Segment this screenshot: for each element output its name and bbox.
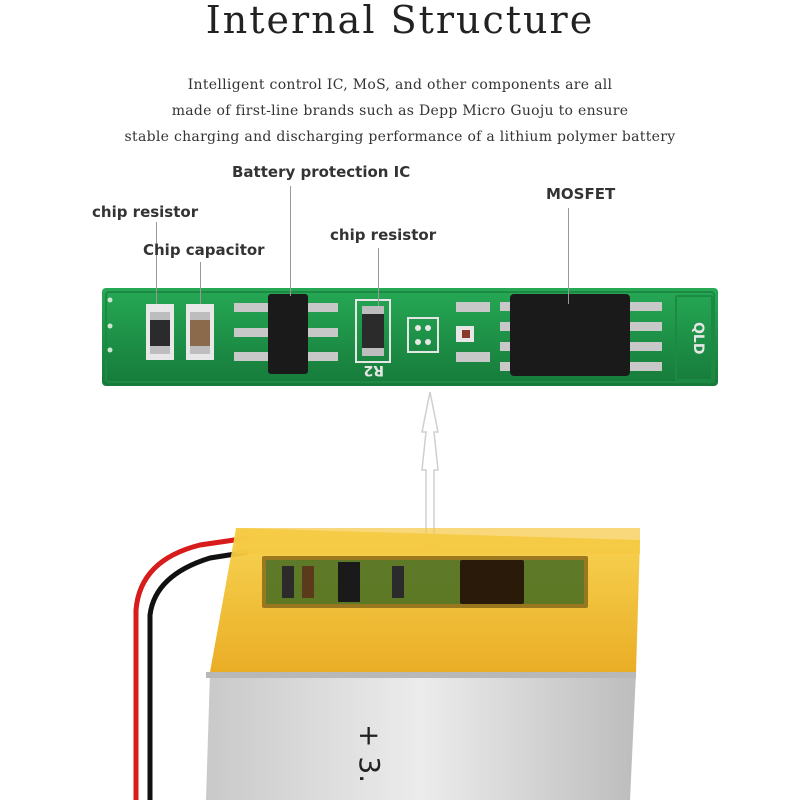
description-line-2: made of first-line brands such as Depp M… (171, 103, 629, 119)
chip-capacitor (186, 304, 214, 360)
description-line-3: stable charging and discharging performa… (124, 129, 676, 145)
label-chip-resistor-left: chip resistor (92, 203, 199, 221)
label-chip-resistor-mid: chip resistor (330, 226, 437, 244)
label-mosfet: MOSFET (546, 185, 616, 203)
chip-resistor-left (146, 304, 174, 360)
leader-chip-resistor-left (156, 222, 157, 304)
battery: + 3. (133, 528, 640, 800)
r2-marking: R2 (363, 362, 384, 378)
leader-mosfet (568, 208, 569, 304)
battery-protection-ic (234, 294, 338, 374)
leader-chip-capacitor (200, 262, 201, 304)
label-chip-capacitor: Chip capacitor (143, 241, 265, 259)
pointer-arrow (421, 391, 439, 549)
battery-print: + 3. (353, 724, 386, 783)
page-title: Internal Structure (205, 0, 595, 42)
via-pattern (407, 317, 439, 353)
leader-chip-resistor-mid (378, 248, 379, 306)
label-protection-ic: Battery protection IC (232, 163, 411, 181)
mosfet (500, 294, 662, 376)
small-pads (456, 302, 490, 362)
description-line-1: Intelligent control IC, MoS, and other c… (187, 77, 613, 93)
chip-resistor-mid (355, 299, 391, 363)
qld-marking: QLD (690, 322, 706, 354)
leader-protection-ic (290, 186, 291, 296)
